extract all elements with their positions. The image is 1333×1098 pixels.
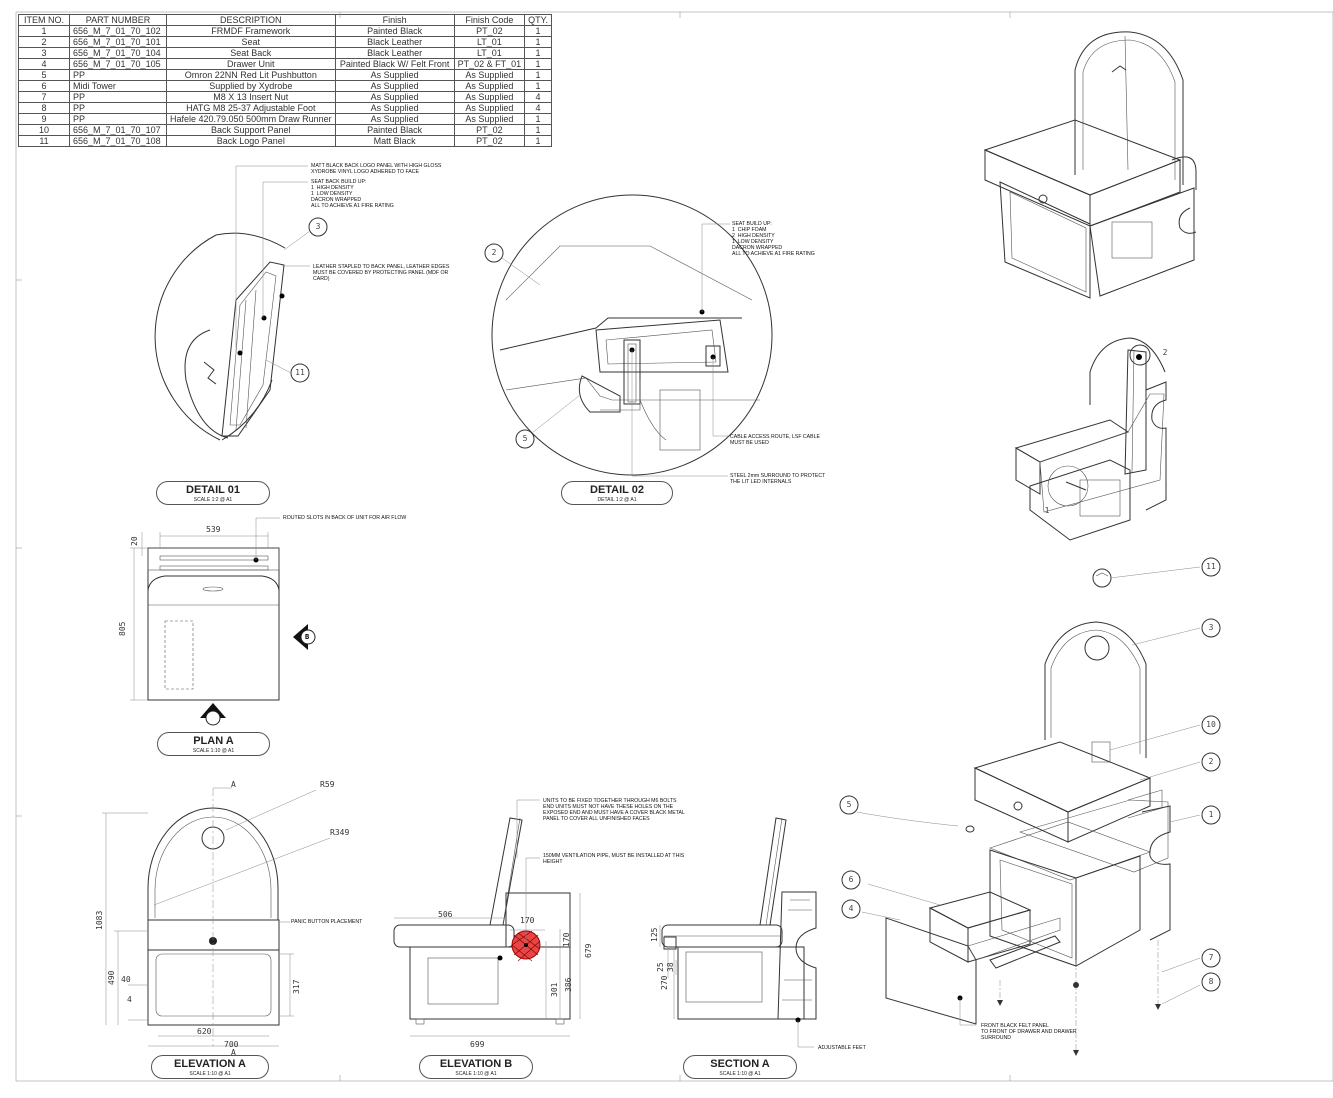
dim-sa-38: 38 <box>666 962 675 972</box>
balloon-ex-3: 3 <box>1208 623 1214 632</box>
detail-02-view <box>484 194 773 477</box>
bom-cell: PT_02 <box>453 135 526 147</box>
isometric-view-assembled <box>983 31 1197 299</box>
note-seat-back-buildup: SEAT BACK BUILD UP: 1 HIGH DENSITY 1 LOW… <box>311 179 394 209</box>
dim-ea-R59: R59 <box>320 780 335 789</box>
bill-of-materials-table: ITEM NO. PART NUMBER DESCRIPTION Finish … <box>18 14 552 147</box>
balloon-ex-7: 7 <box>1208 953 1214 962</box>
balloon-d02-5: 5 <box>522 434 528 443</box>
dim-plan-20: 20 <box>130 536 139 546</box>
dim-eb-301: 301 <box>550 982 559 997</box>
note-adjustable-feet: ADJUSTABLE FEET <box>818 1045 866 1051</box>
section-a-view <box>659 817 817 1048</box>
dim-ea-A-bot: A <box>231 1048 236 1057</box>
bom-cell: 1 <box>524 135 552 147</box>
dim-plan-height: 805 <box>118 621 127 636</box>
dim-eb-679: 679 <box>584 943 593 958</box>
balloon-ex-1: 1 <box>1208 810 1214 819</box>
dim-plan-B: B <box>305 633 310 641</box>
balloon-d02-2: 2 <box>491 248 497 257</box>
dim-ea-R349: R349 <box>330 828 350 837</box>
balloon-ex-11: 11 <box>1206 562 1216 571</box>
dim-ea-1083: 1083 <box>95 910 104 930</box>
balloon-d01-11: 11 <box>295 368 305 377</box>
note-felt-panel: FRONT BLACK FELT PANEL TO FRONT OF DRAWE… <box>981 1023 1077 1041</box>
bom-header-row: ITEM NO. PART NUMBER DESCRIPTION Finish … <box>18 14 552 26</box>
balloon-ex-5: 5 <box>846 800 852 809</box>
note-panic-button: PANIC BUTTON PLACEMENT <box>291 919 363 925</box>
title-elevation-b: ELEVATION B SCALE 1:10 @ A1 <box>419 1055 533 1079</box>
detail-01-view <box>154 165 328 441</box>
dim-sa-25: 25 <box>656 962 665 972</box>
title-section-a: SECTION A SCALE 1:10 @ A1 <box>683 1055 797 1079</box>
balloon-ex-2: 2 <box>1208 757 1214 766</box>
dim-plan-A: A <box>209 714 214 722</box>
bom-cell: 656_M_7_01_70_108 <box>69 135 167 147</box>
balloon-iso-1: 1 <box>1044 506 1050 515</box>
title-detail-01: DETAIL 01 SCALE 1:2 @ A1 <box>156 481 270 505</box>
balloon-ex-4: 4 <box>848 904 854 913</box>
dim-eb-699: 699 <box>470 1040 485 1049</box>
dim-ea-700: 700 <box>224 1040 239 1049</box>
balloon-circles <box>839 557 1221 992</box>
note-ventilation-pipe: 150MM VENTILATION PIPE, MUST BE INSTALLE… <box>543 853 685 865</box>
dim-ea-40: 40 <box>121 975 131 984</box>
dim-ea-A-top: A <box>231 780 236 789</box>
balloon-ex-6: 6 <box>848 875 854 884</box>
note-routed-slots: ROUTED SLOTS IN BACK OF UNIT FOR AIR FLO… <box>283 515 407 521</box>
balloon-ex-8: 8 <box>1208 977 1214 986</box>
dim-eb-170a: 170 <box>520 916 535 925</box>
bom-cell: Matt Black <box>334 135 455 147</box>
elevation-b-view <box>393 799 581 1037</box>
note-cable-access: CABLE ACCESS ROUTE, LSF CABLE MUST BE US… <box>730 434 820 446</box>
dim-eb-170b: 170 <box>562 932 571 947</box>
dim-sa-125: 125 <box>650 927 659 942</box>
plan-a-view <box>130 517 316 726</box>
note-units-fixed: UNITS TO BE FIXED TOGETHER THROUGH M6 BO… <box>543 798 685 822</box>
dim-ea-317: 317 <box>292 979 301 994</box>
title-detail-02: DETAIL 02 DETAIL 1:2 @ A1 <box>561 481 673 505</box>
bom-cell: 1 <box>524 47 552 59</box>
balloon-d01-3: 3 <box>315 222 321 231</box>
elevation-a-view <box>102 787 331 1047</box>
dim-ea-620: 620 <box>197 1027 212 1036</box>
dim-eb-386: 386 <box>564 977 573 992</box>
balloon-ex-10: 10 <box>1206 720 1216 729</box>
note-logo-panel: MATT BLACK BACK LOGO PANEL WITH HIGH GLO… <box>311 163 442 175</box>
note-seat-buildup: SEAT BUILD UP: 1 CHIP FOAM 2 HIGH DENSIT… <box>732 221 815 257</box>
sheet-border <box>15 11 1333 1082</box>
balloon-iso-2: 2 <box>1162 348 1168 357</box>
dim-plan-width: 539 <box>206 525 221 534</box>
note-leather-stapled: LEATHER STAPLED TO BACK PANEL, LEATHER E… <box>313 264 450 282</box>
dim-eb-506: 506 <box>438 910 453 919</box>
note-steel-surround: STEEL 2mm SURROUND TO PROTECT THE LIT LE… <box>730 473 826 485</box>
dim-sa-270: 270 <box>660 975 669 990</box>
isometric-view-exploded <box>856 566 1201 1056</box>
title-plan-a: PLAN A SCALE 1:10 @ A1 <box>157 732 270 756</box>
isometric-view-section <box>1014 337 1167 541</box>
dim-ea-490: 490 <box>107 970 116 985</box>
dim-ea-4: 4 <box>127 995 132 1004</box>
title-elevation-a: ELEVATION A SCALE 1:10 @ A1 <box>151 1055 269 1079</box>
